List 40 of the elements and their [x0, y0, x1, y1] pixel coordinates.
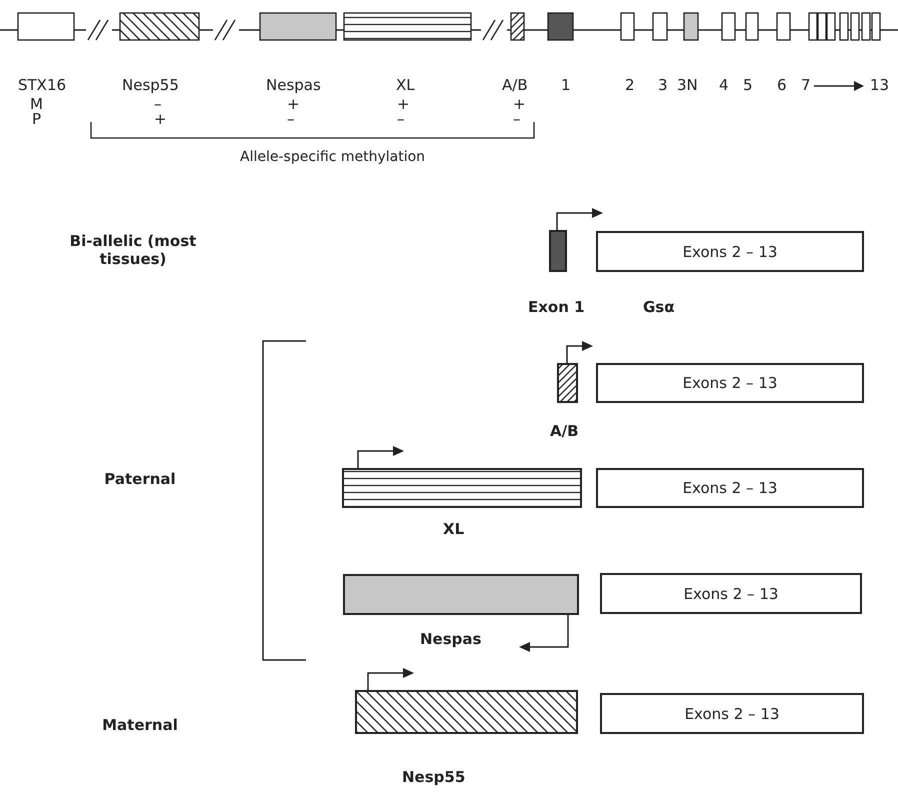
gene-label: XL: [443, 520, 464, 538]
methylation-sign: +: [397, 95, 410, 113]
gene-label: Nespas: [420, 630, 482, 648]
group-label: Paternal: [103, 470, 177, 488]
bracket-caption: Allele-specific methylation: [240, 148, 426, 166]
gene-label: XL: [396, 76, 415, 94]
transcription-start-arrow: [518, 615, 569, 653]
gene-label: Nesp55: [122, 76, 179, 94]
methylation-sign: +: [287, 95, 300, 113]
protein-label: Gsα: [643, 298, 675, 316]
methylation-sign: –: [154, 95, 162, 113]
exon-number: 2: [625, 76, 635, 94]
exon-block: Exons 2 – 13: [600, 693, 864, 734]
exon-number: 7: [801, 76, 811, 94]
gene-label: Nespas: [266, 76, 321, 94]
exon-number: 4: [719, 76, 729, 94]
gene-label: A/B: [502, 76, 528, 94]
methylation-sign: +: [513, 95, 526, 113]
exon-number: 3: [658, 76, 668, 94]
exon-block: Exons 2 – 13: [600, 573, 862, 614]
allele-row-label: M: [30, 95, 43, 113]
exon-number: 1: [561, 76, 571, 94]
exon-block: Exons 2 – 13: [596, 231, 864, 272]
allele-row-label: P: [32, 110, 42, 128]
exon-block: Exons 2 – 13: [596, 363, 864, 403]
gene-label: Nesp55: [402, 768, 466, 786]
gene-label: Exon 1: [528, 298, 585, 316]
methylation-sign: –: [513, 110, 520, 128]
methylation-sign: –: [287, 110, 294, 128]
exon-number: 3N: [677, 76, 698, 94]
group-label: Bi-allelic (most tissues): [68, 232, 198, 268]
gene-label: STX16: [18, 76, 66, 94]
exon-number: 6: [777, 76, 787, 94]
exon-number: 13: [870, 76, 890, 94]
group-label: Maternal: [101, 716, 179, 734]
exon-number: 5: [743, 76, 753, 94]
exon-block: Exons 2 – 13: [596, 468, 864, 508]
methylation-sign: +: [154, 110, 167, 128]
methylation-sign: –: [397, 110, 404, 128]
gene-label: A/B: [550, 422, 579, 440]
